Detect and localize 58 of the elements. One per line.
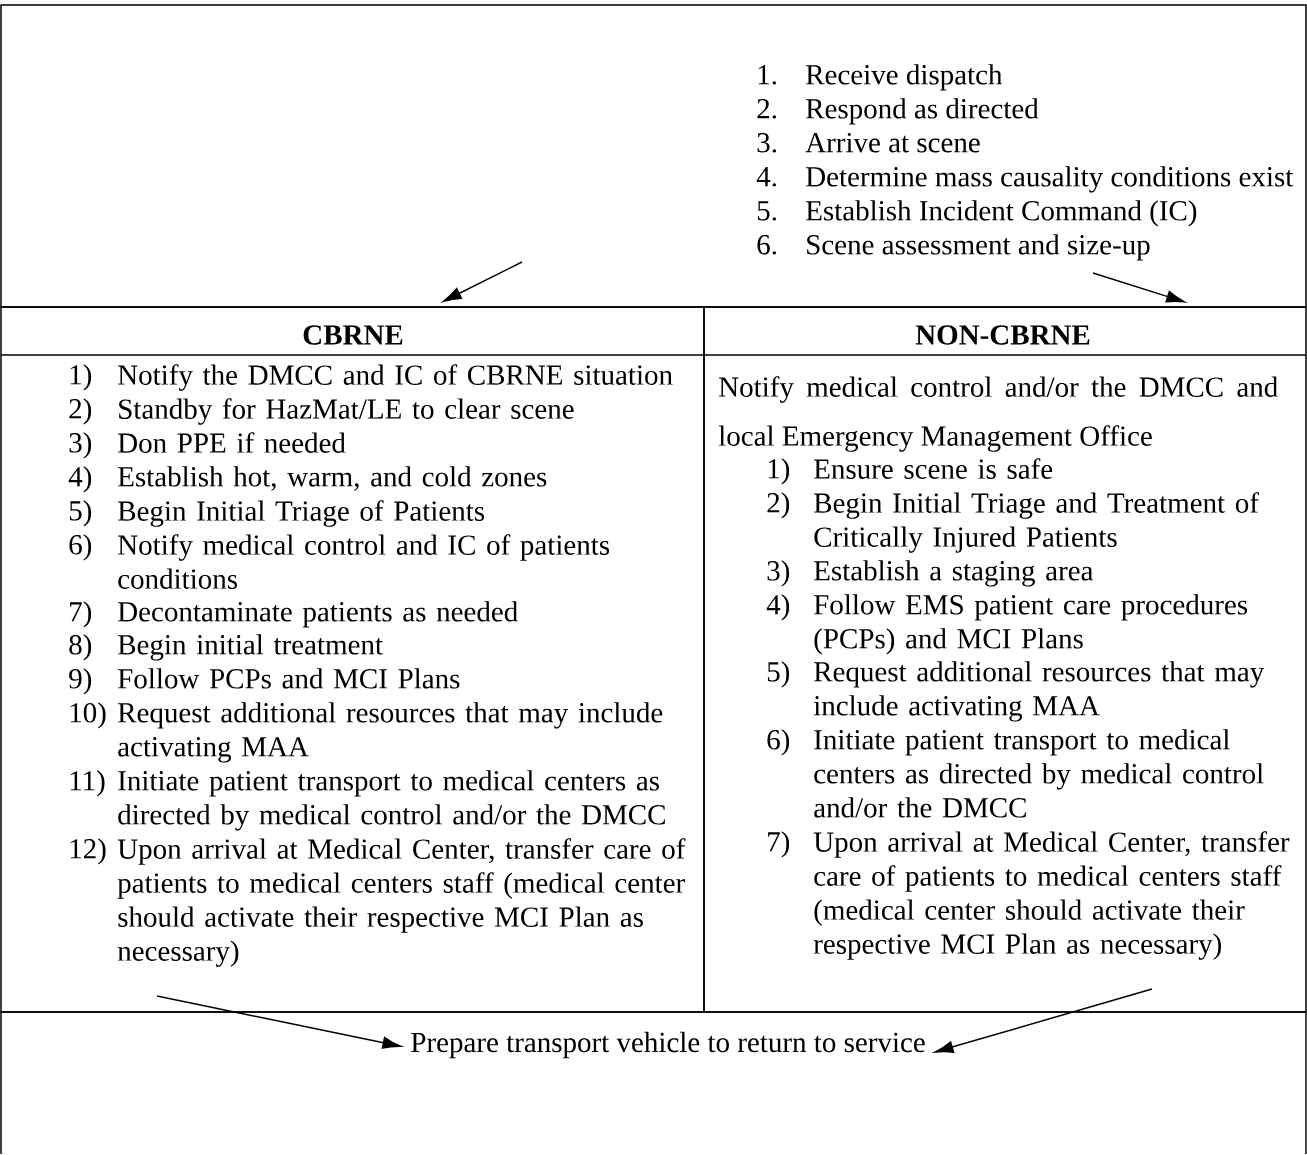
step-text: Decontaminate patients as needed bbox=[118, 601, 518, 628]
step-text: Begin Initial Triage of Patients bbox=[118, 500, 485, 527]
step-text: Follow EMS patient care procedures (PCPs) and MCI Plans bbox=[814, 594, 1248, 655]
step-number: 2) bbox=[767, 492, 790, 519]
step-number: 5) bbox=[767, 661, 790, 688]
step-number: 6. bbox=[757, 235, 777, 255]
step-number: 6) bbox=[767, 729, 790, 756]
arrow bbox=[442, 261, 523, 302]
step-number: 2) bbox=[69, 398, 92, 425]
step-number: 4) bbox=[766, 594, 790, 621]
step-text: Standby for HazMat/LE to clear scene bbox=[119, 398, 574, 425]
step-text: Arrive at scene bbox=[805, 133, 980, 153]
step-number: 3) bbox=[767, 560, 790, 587]
step-text: Don PPE if needed bbox=[118, 432, 346, 453]
column-heading: CBRNE bbox=[303, 325, 403, 345]
step-number: 1) bbox=[768, 458, 790, 485]
step-text: Establish hot, warm, and cold zones bbox=[118, 466, 547, 491]
step-text: Upon arrival at Medical Center, transfer care of patients to medical centers staff (medical center should activate their respective MCI Plan as necessary) bbox=[117, 838, 686, 967]
arrow bbox=[1092, 272, 1186, 303]
step-text: Notify medical control and IC of patients conditions bbox=[118, 534, 610, 589]
step-number: 6) bbox=[69, 534, 92, 561]
step-number: 2. bbox=[757, 99, 777, 119]
step-text: Request additional resources that may include activating MAA bbox=[118, 702, 663, 763]
step-number: 12) bbox=[70, 838, 106, 865]
step-number: 1. bbox=[758, 65, 777, 85]
step-text: Follow PCPs and MCI Plans bbox=[118, 668, 460, 689]
step-text: Respond as directed bbox=[806, 98, 1039, 125]
step-number: 1) bbox=[70, 364, 92, 391]
step-text: Scene assessment and size-up bbox=[807, 234, 1150, 261]
step-text: Request additional resources that may include activating MAA bbox=[813, 661, 1265, 722]
step-number: 5) bbox=[69, 500, 92, 527]
step-text: Ensure scene is safe bbox=[814, 458, 1053, 479]
step-number: 4) bbox=[68, 466, 92, 493]
intro-text: Notify medical control and/or the DMCC and local Emergency Management Office bbox=[718, 376, 1278, 452]
step-text: Initiate patient transport to medical centers as directed by medical control and/or the DMCC bbox=[118, 770, 665, 831]
step-number: 8) bbox=[69, 634, 92, 661]
step-number: 10) bbox=[70, 702, 106, 729]
step-number: 11) bbox=[70, 770, 105, 797]
step-text: Initiate patient transport to medical centers as directed by medical control and/or the DMCC bbox=[814, 729, 1264, 818]
step-text: Determine mass causality conditions exist bbox=[806, 166, 1294, 193]
step-number: 7) bbox=[768, 831, 790, 858]
step-text: Establish Incident Command (IC) bbox=[806, 200, 1197, 227]
step-text: Upon arrival at Medical Center, transfer care of patients to medical centers staff (medical center should activate their respective MCI Plan as necessary) bbox=[813, 831, 1290, 960]
step-number: 3. bbox=[757, 133, 777, 153]
step-number: 5. bbox=[757, 201, 777, 221]
step-text: Begin Initial Triage and Treatment of Critically Injured Patients bbox=[814, 492, 1259, 553]
step-number: 7) bbox=[70, 601, 92, 628]
arrow bbox=[156, 995, 402, 1049]
arrow bbox=[934, 988, 1153, 1053]
step-number: 3) bbox=[69, 432, 92, 459]
step-text: Begin initial treatment bbox=[118, 634, 383, 661]
step-text: Receive dispatch bbox=[806, 64, 1003, 91]
step-text: Establish a staging area bbox=[814, 560, 1094, 587]
step-text: Prepare transport vehicle to return to service bbox=[411, 1031, 925, 1059]
step-text: Notify the DMCC and IC of CBRNE situation bbox=[118, 364, 673, 391]
column-heading: NON-CBRNE bbox=[915, 325, 1090, 345]
step-number: 9) bbox=[69, 668, 92, 695]
step-number: 4. bbox=[756, 167, 777, 187]
